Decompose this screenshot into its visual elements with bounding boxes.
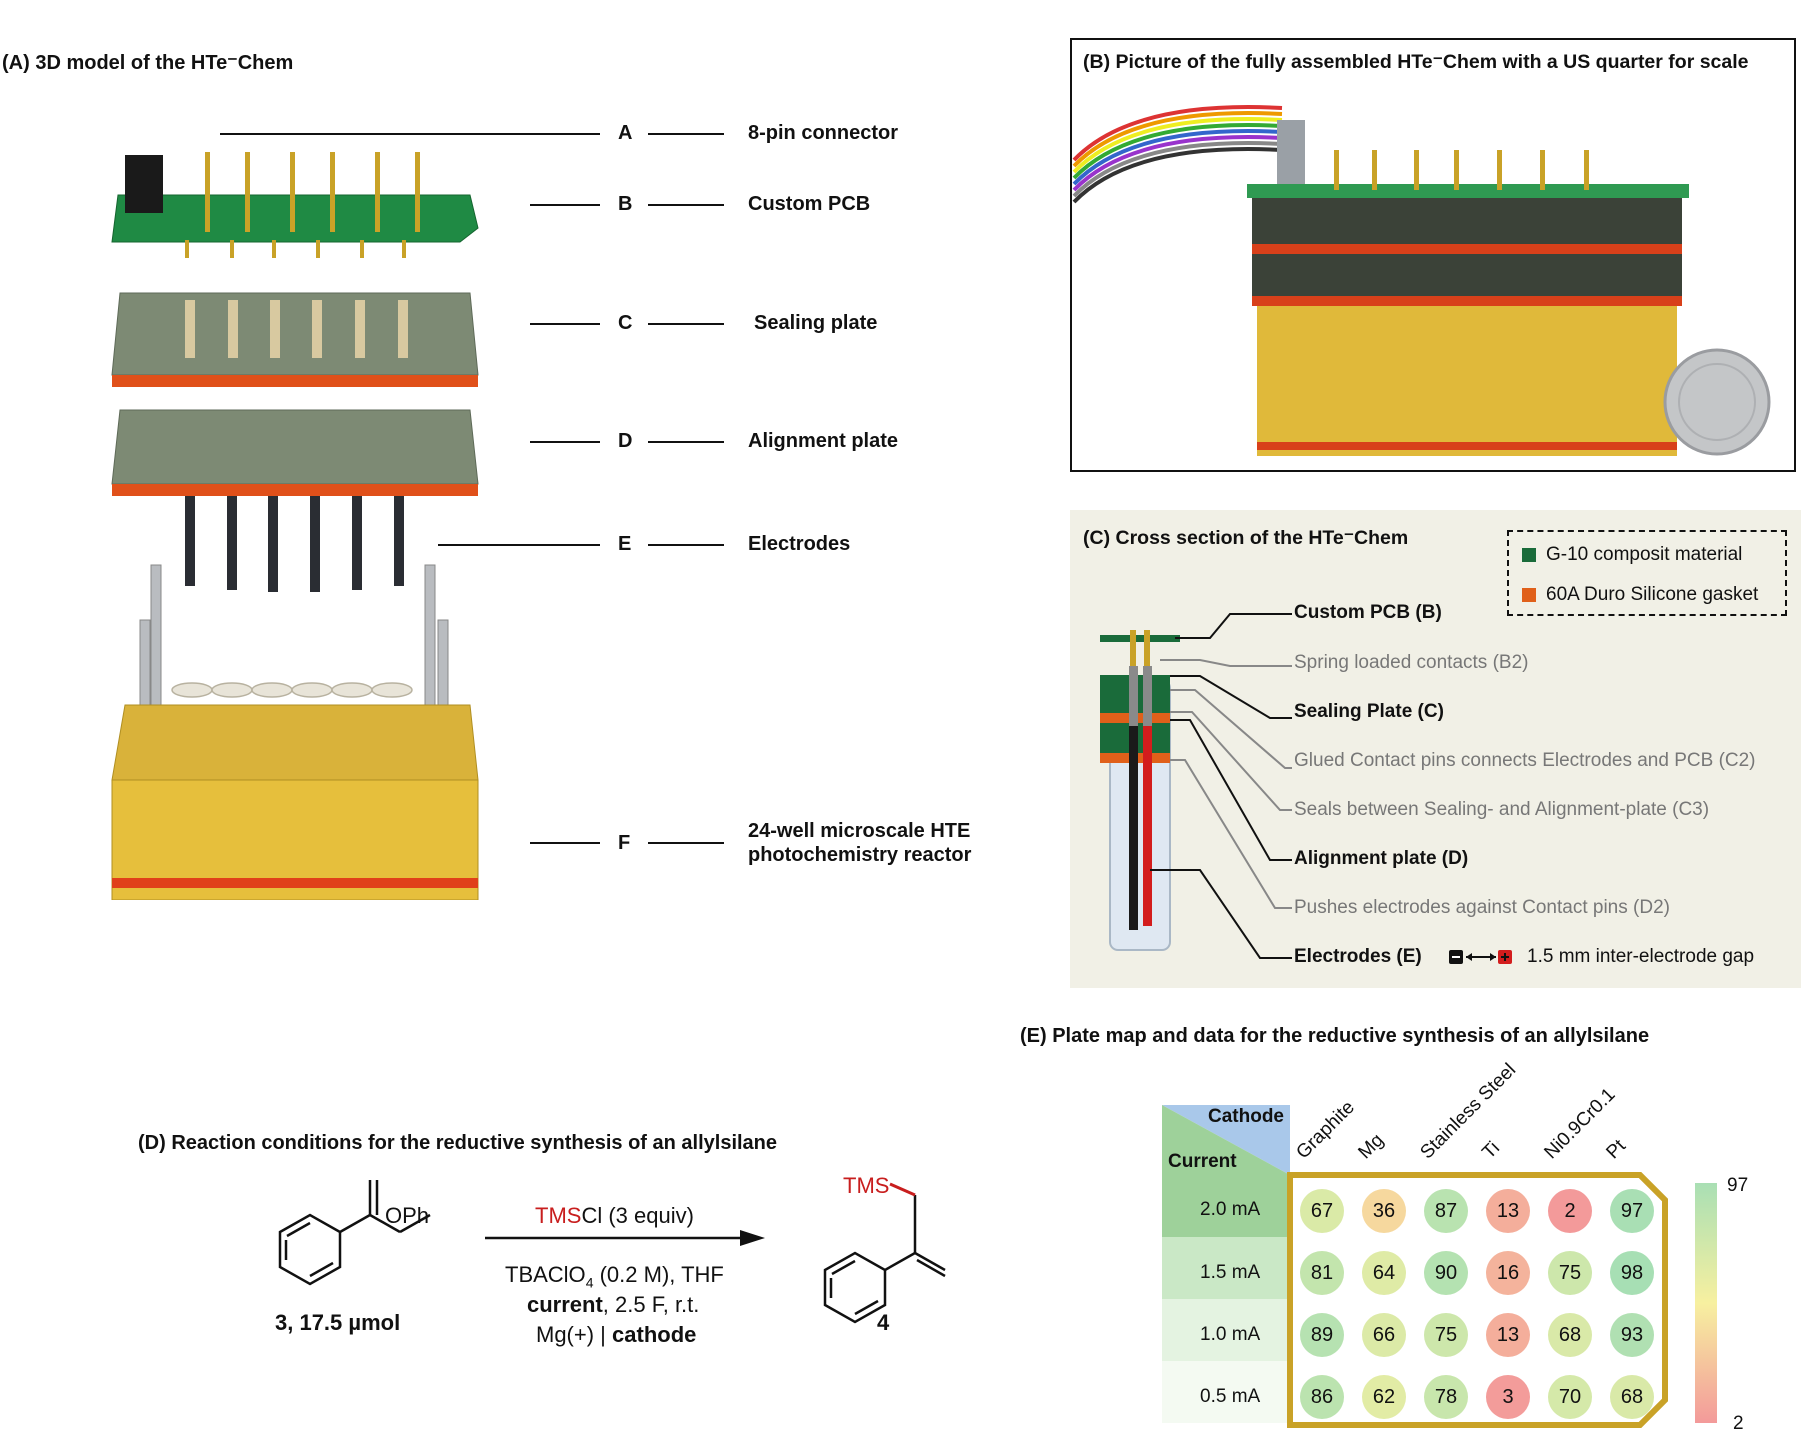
current-rest: , 2.5 F, r.t.	[602, 1292, 700, 1317]
part-letter-b: B	[618, 193, 633, 215]
row-label-0.5mA: 0.5 mA	[1200, 1386, 1261, 1407]
well-r3-c4: 13	[1486, 1313, 1530, 1357]
well-r1-c3: 87	[1424, 1189, 1468, 1233]
substituent-oph: OPh	[385, 1203, 430, 1228]
well-r1-c2: 36	[1362, 1189, 1406, 1233]
electrolyte-rest: (0.2 M), THF	[593, 1262, 724, 1287]
anode-text: Mg(+) |	[536, 1322, 613, 1347]
col-header-graphite: Graphite	[1292, 1096, 1359, 1164]
well-r1-c5: 2	[1548, 1189, 1592, 1233]
col-header-stainless-steel: Stainless Steel	[1416, 1059, 1521, 1164]
well-r3-c1: 89	[1300, 1313, 1344, 1357]
well-r4-c3: 78	[1424, 1375, 1468, 1419]
cathode-word: cathode	[612, 1322, 697, 1347]
reagent-rest: Cl (3 equiv)	[581, 1203, 694, 1228]
product-tms-group: TMS	[843, 1173, 890, 1198]
part-label-connector: 8-pin connector	[748, 122, 899, 144]
reaction-scheme	[278, 1180, 946, 1324]
part-label-alignment-plate: Alignment plate	[748, 430, 899, 452]
part-label-pcb: Custom PCB	[748, 193, 871, 215]
electrode-gap-icon	[1449, 950, 1512, 964]
condition-electrolyte: TBAClO4 (0.2 M), THF	[505, 1262, 724, 1290]
panel-d-title: (D) Reaction conditions for the reductiv…	[138, 1132, 778, 1154]
product-label: 4	[877, 1310, 890, 1335]
legend-label-gasket: 60A Duro Silicone gasket	[1546, 584, 1759, 605]
scale-min-label: 2	[1733, 1413, 1744, 1434]
reagent-line: TMSCl (3 equiv)	[535, 1203, 694, 1229]
well-r3-c6: 93	[1610, 1313, 1654, 1357]
col-header-pt: Pt	[1602, 1135, 1630, 1164]
callout-seals: Seals between Sealing- and Alignment-pla…	[1294, 799, 1710, 820]
legend-swatch-gasket	[1522, 588, 1536, 602]
well-r3-c2: 66	[1362, 1313, 1406, 1357]
legend-box	[1507, 530, 1787, 616]
condition-electrodes: Mg(+) | cathode	[536, 1322, 696, 1348]
row-label-1.5mA: 1.5 mA	[1200, 1262, 1261, 1283]
corner-cathode-label: Cathode	[1208, 1106, 1284, 1127]
callout-alignment-plate: Alignment plate (D)	[1294, 848, 1469, 869]
panel-b-title: (B) Picture of the fully assembled HTe⁻C…	[1083, 51, 1749, 73]
callout-custom-pcb: Custom PCB (B)	[1294, 602, 1442, 623]
panel-c-title: (C) Cross section of the HTe⁻Chem	[1083, 527, 1409, 549]
well-r4-c6: 68	[1610, 1375, 1654, 1419]
part-label-sealing-plate: Sealing plate	[754, 312, 878, 334]
part-label-reactor-line2: photochemistry reactor	[748, 844, 972, 866]
callout-spring-contacts: Spring loaded contacts (B2)	[1294, 652, 1529, 673]
well-r4-c2: 62	[1362, 1375, 1406, 1419]
plate-map-corner	[1162, 1105, 1290, 1423]
well-r2-c4: 16	[1486, 1251, 1530, 1295]
reagent-tms: TMS	[535, 1203, 582, 1228]
part-label-electrodes: Electrodes	[748, 533, 851, 555]
well-r1-c1: 67	[1300, 1189, 1344, 1233]
callout-pushes-electrodes: Pushes electrodes against Contact pins (…	[1294, 897, 1670, 918]
panel-b-frame	[1070, 38, 1796, 472]
electrode-gap-text: 1.5 mm inter-electrode gap	[1527, 946, 1755, 967]
electrolyte-subscript: 4	[585, 1274, 594, 1291]
well-r4-c5: 70	[1548, 1375, 1592, 1419]
starting-material-label: 3, 17.5 µmol	[275, 1310, 401, 1335]
well-r4-c4: 3	[1486, 1375, 1530, 1419]
assembled-device-photo	[1072, 105, 1771, 456]
col-header-mg: Mg	[1354, 1129, 1388, 1164]
part-letter-e: E	[618, 533, 632, 555]
well-r2-c3: 90	[1424, 1251, 1468, 1295]
electrolyte-name: TBAClO	[505, 1262, 586, 1287]
panel-a-title: (A) 3D model of the HTe⁻Chem	[2, 52, 294, 74]
panel-c-background	[1070, 510, 1801, 988]
scale-max-label: 97	[1727, 1175, 1749, 1196]
well-r2-c1: 81	[1300, 1251, 1344, 1295]
part-label-reactor: 24-well microscale HTE	[748, 820, 971, 842]
part-letter-c: C	[618, 312, 633, 334]
legend-swatch-g10	[1522, 548, 1536, 562]
callout-sealing-plate: Sealing Plate (C)	[1294, 701, 1444, 722]
part-letter-a: A	[618, 122, 633, 144]
part-letter-d: D	[618, 430, 633, 452]
well-r1-c4: 13	[1486, 1189, 1530, 1233]
legend-label-g10: G-10 composit material	[1546, 544, 1743, 565]
callout-electrodes: Electrodes (E)	[1294, 946, 1422, 967]
row-label-1mA: 1.0 mA	[1200, 1324, 1261, 1345]
callout-glued-pins: Glued Contact pins connects Electrodes a…	[1294, 750, 1756, 771]
col-header-ti: Ti	[1478, 1137, 1504, 1164]
cross-section-diagram	[1100, 613, 1292, 959]
well-r2-c2: 64	[1362, 1251, 1406, 1295]
well-r4-c1: 86	[1300, 1375, 1344, 1419]
corner-current-label: Current	[1168, 1151, 1237, 1172]
reactor-3d-model-illustration	[111, 133, 724, 900]
color-scale-bar	[1695, 1183, 1717, 1423]
part-letter-f: F	[618, 832, 631, 854]
well-r3-c3: 75	[1424, 1313, 1468, 1357]
well-r2-c6: 98	[1610, 1251, 1654, 1295]
well-r1-c6: 97	[1610, 1189, 1654, 1233]
row-label-2mA: 2.0 mA	[1200, 1199, 1261, 1220]
current-word: current	[527, 1292, 603, 1317]
well-r3-c5: 68	[1548, 1313, 1592, 1357]
panel-e-title: (E) Plate map and data for the reductive…	[1020, 1025, 1650, 1047]
well-r2-c5: 75	[1548, 1251, 1592, 1295]
plate-frame	[1287, 1172, 1668, 1428]
condition-current: current, 2.5 F, r.t.	[527, 1292, 699, 1318]
